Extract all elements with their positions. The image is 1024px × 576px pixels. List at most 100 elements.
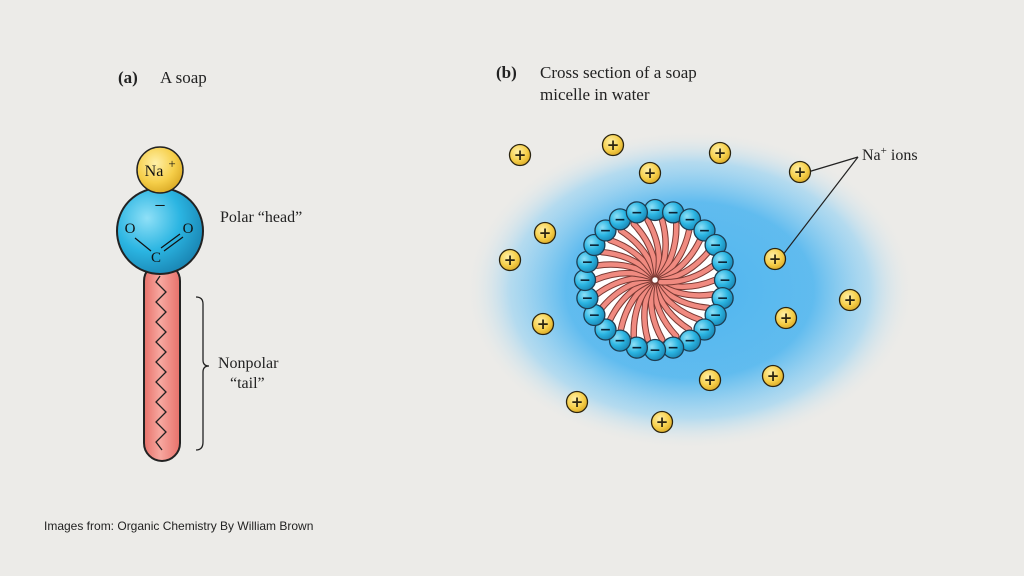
sodium-ion: + xyxy=(774,306,798,330)
minus-sign: − xyxy=(631,205,643,221)
panel-b-title-line1: Cross section of a soap xyxy=(540,63,697,82)
sodium-ion: + xyxy=(533,221,557,245)
polar-head-label: Polar “head” xyxy=(220,209,302,226)
sodium-ion xyxy=(136,146,184,194)
minus-sign: − xyxy=(699,322,711,338)
sodium-ion: + xyxy=(601,133,625,157)
minus-sign: − xyxy=(614,212,626,228)
panel-a: (a) A soap − O O C Na + Polar “head” Non… xyxy=(116,68,302,462)
plus-sign: + xyxy=(714,144,727,162)
image-caption: Images from: Organic Chemistry By Willia… xyxy=(44,519,314,533)
sodium-ion-ball xyxy=(838,288,862,312)
sodium-ion: + xyxy=(788,160,812,184)
carboxylate-head: − xyxy=(576,286,599,310)
sodium-ion: + xyxy=(638,161,662,185)
sodium-ion-ball xyxy=(708,141,732,165)
minus-sign: − xyxy=(614,333,626,349)
micelle-tail xyxy=(658,263,716,285)
sodium-ion-ball xyxy=(638,161,662,185)
sodium-ion-ball xyxy=(774,306,798,330)
minus-sign: − xyxy=(699,223,711,239)
minus-sign: − xyxy=(667,340,679,356)
minus-sign: − xyxy=(717,291,729,307)
sodium-charge: + xyxy=(168,156,175,171)
minus-sign: − xyxy=(719,273,731,289)
carboxylate-head: − xyxy=(625,201,649,224)
sodium-ion: + xyxy=(698,368,722,392)
minus-sign: − xyxy=(684,333,696,349)
minus-sign: − xyxy=(710,238,722,254)
sodium-ion: + xyxy=(565,390,589,414)
micelle-tails xyxy=(591,217,719,343)
minus-sign: − xyxy=(631,340,643,356)
sodium-ion-ball xyxy=(763,247,787,271)
plus-sign: + xyxy=(794,163,807,181)
micelle-heads: −−−−−−−−−−−−−−−−−−−−−−−− xyxy=(573,198,737,362)
sodium-ion-ball xyxy=(788,160,812,184)
plus-sign: + xyxy=(514,146,527,164)
c-o-double-bond-2 xyxy=(160,233,181,249)
oxygen-right: O xyxy=(183,221,194,237)
na-ions-label: Na+ ions xyxy=(862,145,918,164)
plus-sign: + xyxy=(539,224,552,242)
sodium-ion: + xyxy=(498,248,522,272)
ion-pointer-1 xyxy=(807,156,859,173)
minus-sign: − xyxy=(579,273,591,289)
carbon-atom: C xyxy=(151,250,161,266)
tail-bracket xyxy=(195,296,210,451)
panel-b-title-line2: micelle in water xyxy=(540,85,650,104)
plus-sign: + xyxy=(767,367,780,385)
sodium-ions: + + + + + + + + + + + + + + + xyxy=(498,133,862,434)
carboxylate-head: − xyxy=(711,286,734,310)
minus-sign: − xyxy=(582,291,594,307)
sodium-ion: + xyxy=(763,247,787,271)
minus-sign: − xyxy=(600,223,612,239)
carboxylate-ball xyxy=(625,201,649,224)
minus-sign: − xyxy=(589,308,601,324)
sodium-ion-ball xyxy=(508,143,532,167)
minus-sign: − xyxy=(667,205,679,221)
sodium-ion-ball xyxy=(531,312,555,336)
plus-sign: + xyxy=(656,413,669,431)
sodium-ion: + xyxy=(838,288,862,312)
sodium-label: Na xyxy=(145,163,164,180)
plus-sign: + xyxy=(844,291,857,309)
c-o-single-bond xyxy=(134,237,152,252)
carboxylate-head: − xyxy=(576,250,599,274)
minus-sign: − xyxy=(649,343,661,359)
panel-b-letter: (b) xyxy=(496,63,517,82)
panel-b: (b) Cross section of a soap micelle in w… xyxy=(465,63,918,450)
plus-sign: + xyxy=(780,309,793,327)
sodium-ion: + xyxy=(708,141,732,165)
tail-label-line1: Nonpolar xyxy=(218,355,279,372)
sodium-ion: + xyxy=(531,312,555,336)
sodium-ion-ball xyxy=(650,410,674,434)
minus-sign: − xyxy=(600,322,612,338)
sodium-ion-ball xyxy=(533,221,557,245)
plus-sign: + xyxy=(769,250,782,268)
sodium-ion: + xyxy=(650,410,674,434)
head-charge: − xyxy=(154,195,165,217)
hydrocarbon-zigzag xyxy=(155,275,167,451)
nonpolar-tail xyxy=(143,262,181,462)
sodium-ion-ball xyxy=(601,133,625,157)
sodium-ion-ball xyxy=(565,390,589,414)
minus-sign: − xyxy=(684,212,696,228)
sodium-ion: + xyxy=(761,364,785,388)
c-o-double-bond-1 xyxy=(163,236,184,252)
plus-sign: + xyxy=(644,164,657,182)
panel-a-letter: (a) xyxy=(118,68,138,87)
plus-sign: + xyxy=(607,136,620,154)
sodium-ion-ball xyxy=(761,364,785,388)
minus-sign: − xyxy=(649,203,661,219)
plus-sign: + xyxy=(537,315,550,333)
plus-sign: + xyxy=(571,393,584,411)
minus-sign: − xyxy=(582,254,594,270)
plus-sign: + xyxy=(704,371,717,389)
sodium-ion-ball xyxy=(698,368,722,392)
panel-a-title: A soap xyxy=(160,68,207,87)
ion-pointer-2 xyxy=(781,156,859,257)
oxygen-left: O xyxy=(125,221,136,237)
minus-sign: − xyxy=(589,238,601,254)
